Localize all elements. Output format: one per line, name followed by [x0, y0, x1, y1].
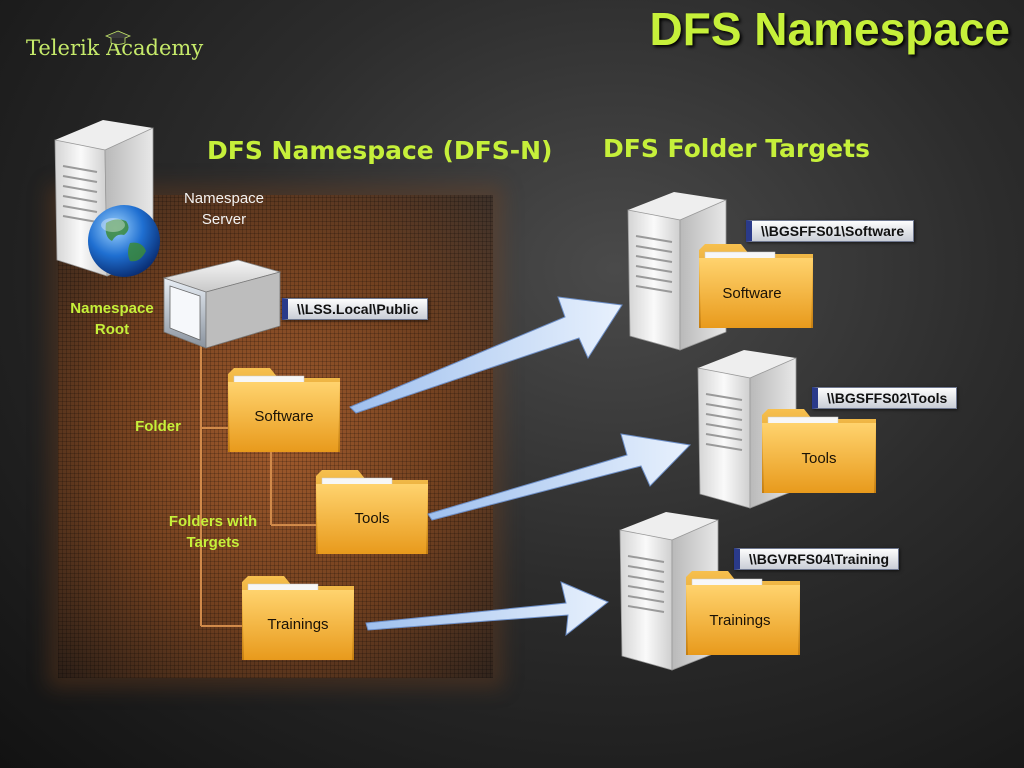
graduation-cap-icon: [104, 30, 132, 50]
folder-icon: [316, 470, 428, 554]
heading-folder-targets: DFS Folder Targets: [603, 134, 870, 163]
target-server-icon: [614, 508, 726, 678]
arrow-icon: [427, 433, 692, 521]
target-path-label-software: \\BGSFFS01\Software: [746, 220, 915, 242]
namespace-folder-software[interactable]: Software: [226, 364, 342, 456]
globe-icon: [86, 203, 162, 283]
folder-icon: [228, 368, 340, 452]
namespace-root-icon: [160, 256, 284, 354]
namespace-folder-trainings[interactable]: Trainings: [240, 572, 356, 664]
target-path-label-training: \\BGVRFS04\Training: [734, 548, 900, 570]
folder-name: Software: [254, 408, 314, 425]
folder-name: Software: [722, 285, 782, 302]
arrow-icon: [365, 581, 609, 637]
folder-name: Trainings: [709, 612, 771, 629]
target-path-label-tools: \\BGSFFS02\Tools: [812, 387, 958, 409]
folder-icon: [242, 576, 354, 660]
target-folder-tools[interactable]: Tools: [760, 405, 878, 497]
folder-icon: [762, 409, 876, 493]
namespace-path-label: \\LSS.Local\Public: [282, 298, 429, 320]
folder-icon: [686, 571, 800, 655]
folder-name: Tools: [354, 510, 390, 527]
folder-icon: [699, 244, 813, 328]
target-folder-trainings[interactable]: Trainings: [684, 567, 802, 659]
folder-name: Tools: [801, 450, 837, 467]
target-folder-software[interactable]: Software: [697, 240, 815, 332]
arrow-icon: [349, 296, 623, 414]
folder-name: Trainings: [267, 616, 329, 633]
slide-title: DFS Namespace: [649, 3, 1011, 55]
folder-label: Folder: [135, 418, 181, 435]
namespace-folder-tools[interactable]: Tools: [314, 466, 430, 558]
heading-dfs-namespace: DFS Namespace (DFS-N): [207, 136, 553, 165]
